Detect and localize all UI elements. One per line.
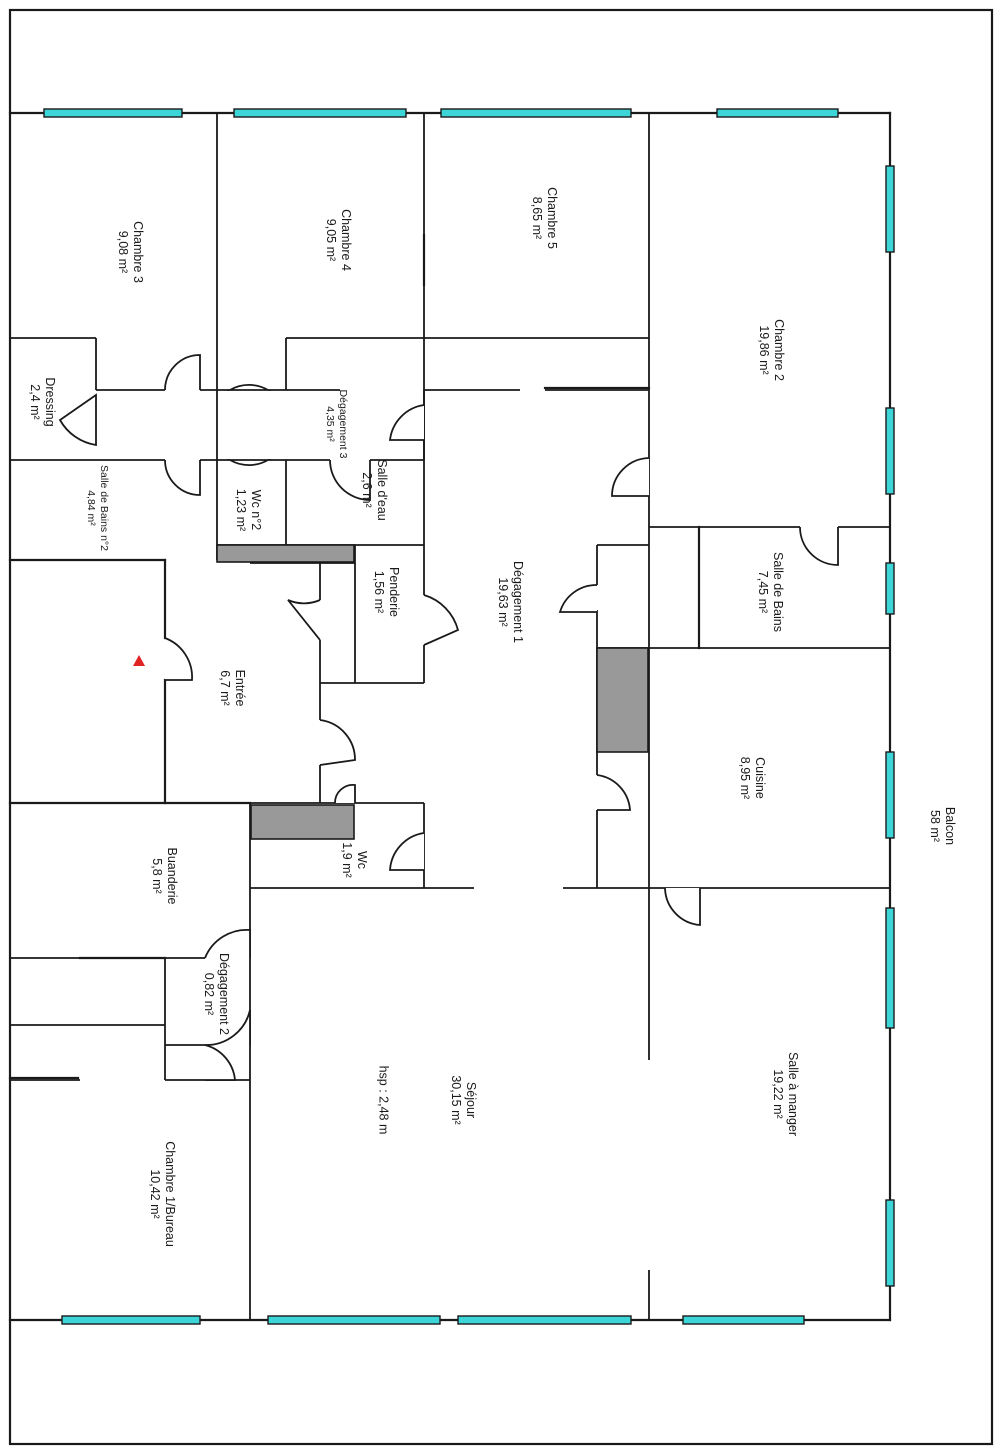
room-area: 30,15 m² xyxy=(449,1075,463,1125)
room-area: 1,23 m² xyxy=(234,488,248,532)
doors xyxy=(58,354,839,1081)
room-name: Salle d'eau xyxy=(375,459,389,521)
room-name: Buanderie xyxy=(165,847,179,905)
windows xyxy=(43,108,895,1325)
room-name: Chambre 2 xyxy=(772,319,786,381)
room-area: 58 m² xyxy=(928,810,942,842)
interior-walls xyxy=(8,113,890,1320)
room-name: Wc n°2 xyxy=(249,489,263,531)
room-label-buanderie: Buanderie 5,8 m² xyxy=(149,848,179,905)
room-name: Cuisine xyxy=(753,757,767,799)
room-name: Salle de Bains n°2 xyxy=(98,465,110,551)
room-name: Dégagement 1 xyxy=(511,560,525,644)
room-label-penderie: Penderie 1,56 m² xyxy=(371,567,401,617)
room-name: Chambre 3 xyxy=(131,221,145,283)
room-area: 8,95 m² xyxy=(738,756,752,800)
room-label-chambre-4: Chambre 4 9,05 m² xyxy=(323,209,353,271)
room-area: 1,9 m² xyxy=(340,842,354,878)
room-area: 9,05 m² xyxy=(324,218,338,262)
room-area: 2,4 m² xyxy=(28,384,42,420)
room-area: 19,86 m² xyxy=(757,325,771,375)
entrance-arrow-icon xyxy=(133,655,145,666)
room-name: Dégagement 3 xyxy=(337,389,349,459)
room-label-entree: Entrée 6,7 m² xyxy=(217,670,247,707)
room-area: 5,8 m² xyxy=(150,858,164,894)
room-name: Wc xyxy=(355,850,369,870)
room-area: 6,7 m² xyxy=(218,670,232,706)
room-area: 2,6 m² xyxy=(360,472,374,508)
ducts xyxy=(216,544,649,840)
room-area: 4,35 m² xyxy=(324,406,336,442)
room-label-degagement-2: Dégagement 2 0,82 m² xyxy=(201,953,231,1035)
room-area: 0,82 m² xyxy=(202,972,216,1016)
room-area: 1,56 m² xyxy=(372,570,386,614)
room-name: Dressing xyxy=(43,377,57,427)
room-label-salle-de-bains-2: Salle de Bains n°2 4,84 m² xyxy=(84,465,110,551)
room-label-dressing: Dressing 2,4 m² xyxy=(27,377,57,426)
room-name: Penderie xyxy=(387,566,401,618)
room-label-degagement-3: Dégagement 3 4,35 m² xyxy=(323,390,349,459)
exterior-walls xyxy=(8,111,892,1322)
room-label-salle-a-manger: Salle à manger 19,22 m² xyxy=(770,1052,800,1136)
room-label-salle-de-bains: Salle de Bains 7,45 m² xyxy=(755,552,785,632)
room-area: 8,65 m² xyxy=(530,196,544,240)
room-label-salle-d-eau: Salle d'eau 2,6 m² xyxy=(359,459,389,520)
room-name: Entrée xyxy=(233,669,247,707)
room-name: Salle de Bains xyxy=(771,552,785,632)
ceiling-height: hsp : 2,48 m xyxy=(376,1065,391,1135)
room-area: 4,84 m² xyxy=(85,490,97,526)
room-label-chambre-3: Chambre 3 9,08 m² xyxy=(115,221,145,283)
room-height-label: hsp : 2,48 m xyxy=(376,1066,391,1135)
room-area: 19,22 m² xyxy=(771,1069,785,1119)
room-label-wc: Wc 1,9 m² xyxy=(339,842,369,877)
room-name: Salle à manger xyxy=(786,1051,800,1137)
room-label-chambre-2: Chambre 2 19,86 m² xyxy=(756,319,786,381)
room-name: Chambre 1/Bureau xyxy=(163,1141,177,1247)
room-label-chambre-5: Chambre 5 8,65 m² xyxy=(529,187,559,249)
room-label-chambre-1: Chambre 1/Bureau 10,42 m² xyxy=(147,1141,177,1247)
room-label-cuisine: Cuisine 8,95 m² xyxy=(737,757,767,799)
room-area: 10,42 m² xyxy=(148,1169,162,1219)
room-name: Chambre 5 xyxy=(545,187,559,249)
room-name: Dégagement 2 xyxy=(217,952,231,1036)
room-name: Séjour xyxy=(464,1081,478,1119)
room-area: 7,45 m² xyxy=(756,570,770,614)
room-area: 9,08 m² xyxy=(116,230,130,274)
room-name: Balcon xyxy=(943,806,957,846)
room-name: Chambre 4 xyxy=(339,209,353,271)
room-label-degagement-1: Dégagement 1 19,63 m² xyxy=(495,561,525,643)
outer-boundary xyxy=(8,8,994,1446)
room-label-wc-2: Wc n°2 1,23 m² xyxy=(233,489,263,531)
room-label-sejour: Séjour 30,15 m² xyxy=(448,1075,478,1124)
room-area: 19,63 m² xyxy=(496,577,510,627)
room-label-balcon: Balcon 58 m² xyxy=(927,807,957,845)
